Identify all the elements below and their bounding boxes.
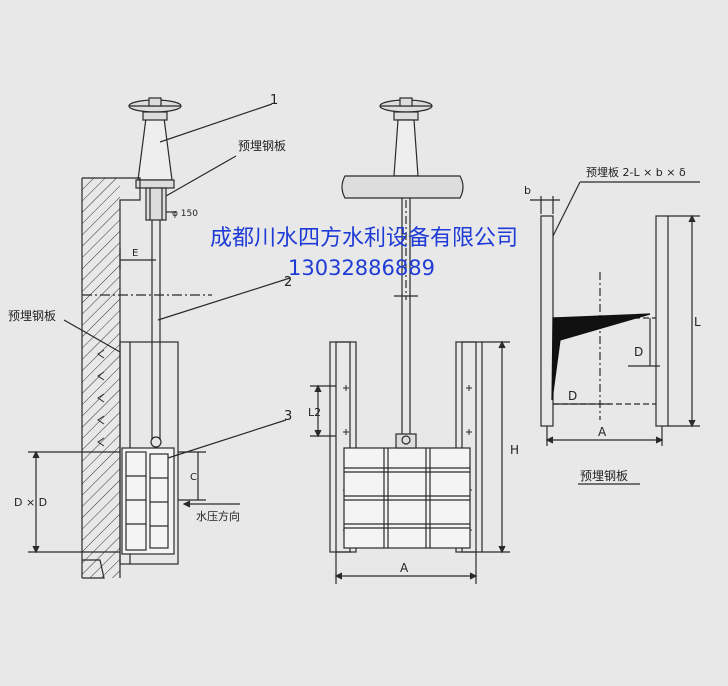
- water-pressure-label: 水压方向: [196, 509, 240, 523]
- gate-leaf-front: [343, 447, 471, 549]
- callout-3: 3: [284, 409, 292, 424]
- gate-leaf-side: [121, 447, 175, 555]
- watermark-phone: 13032886889: [288, 256, 435, 280]
- right-embedded-plate: [655, 215, 669, 427]
- gate-slot-frame: [119, 341, 179, 565]
- handwheel-front-icon: [379, 97, 433, 113]
- embedded-plate-detail: [530, 181, 700, 485]
- side-section-view: [28, 97, 291, 579]
- dim-DxD-label: D × D: [14, 496, 47, 509]
- left-embedded-plate: [540, 215, 554, 427]
- embedded-plate-left-label: 预埋钢板: [8, 309, 56, 323]
- embedded-plate-top-label: 预埋钢板: [238, 139, 286, 153]
- dim-D-upper-label: D: [634, 345, 643, 359]
- hoist-deck: [341, 175, 464, 199]
- drawing-labels: 1 预埋钢板 φ 150 E 2 预埋钢板 3 C D × D 水压方向 L2 …: [8, 93, 701, 575]
- watermark-company: 成都川水四方水利设备有限公司: [210, 226, 519, 251]
- dim-C-label: C: [190, 472, 197, 483]
- wall-outline: [82, 177, 141, 578]
- dim-E-label: E: [132, 248, 138, 259]
- embedded-plate-caption: 预埋钢板: [580, 469, 628, 483]
- dim-b-label: b: [524, 184, 531, 197]
- lifting-lug: [150, 436, 162, 448]
- callout-2: 2: [284, 275, 292, 290]
- handwheel-left-icon: [128, 97, 182, 113]
- diameter-label: φ 150: [172, 209, 198, 219]
- dim-D-lower-label: D: [568, 389, 577, 403]
- dim-L2-label: L2: [308, 406, 321, 419]
- dim-A-front-label: A: [400, 561, 409, 575]
- dim-H-label: H: [510, 443, 519, 457]
- callout-1: 1: [270, 93, 278, 108]
- wedge-plate: [551, 313, 651, 401]
- embedded-plate-spec-label: 预埋板 2-L × b × δ: [586, 165, 686, 179]
- wall-anchors: [97, 349, 105, 447]
- dim-A-right-label: A: [598, 425, 607, 439]
- dim-L-label: L: [694, 315, 701, 329]
- front-view: [310, 97, 510, 584]
- hoist-column: [137, 117, 173, 181]
